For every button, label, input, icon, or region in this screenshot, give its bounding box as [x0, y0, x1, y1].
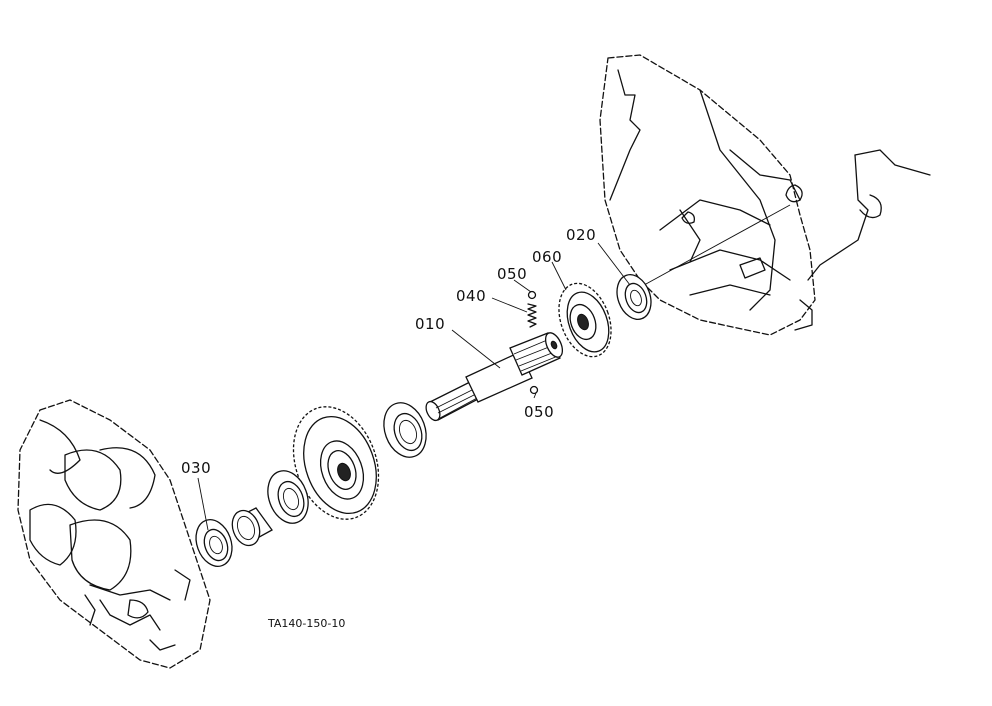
bearing-left-gear [267, 470, 309, 524]
gear-060 [558, 282, 612, 358]
ball-050-top [527, 290, 537, 300]
leader-lines [197, 242, 631, 531]
figure-reference: TA140-150-10 [267, 617, 345, 630]
ball-050-bottom [529, 385, 539, 395]
spring-040 [527, 303, 537, 328]
large-gear [292, 406, 380, 520]
shaft-010 [425, 332, 564, 422]
right-housing [599, 54, 931, 336]
left-case-cover [17, 399, 211, 669]
label-050-bottom: 050 [524, 403, 554, 421]
label-060: 060 [532, 248, 562, 266]
bearing-mid [383, 402, 427, 458]
label-020: 020 [566, 226, 596, 244]
bearing-020 [616, 274, 652, 320]
label-010: 010 [415, 315, 445, 333]
spacer-sleeve [231, 507, 273, 547]
label-030: 030 [181, 459, 211, 477]
label-050-top: 050 [497, 265, 527, 283]
bearing-030 [195, 519, 233, 567]
label-040: 040 [456, 287, 486, 305]
